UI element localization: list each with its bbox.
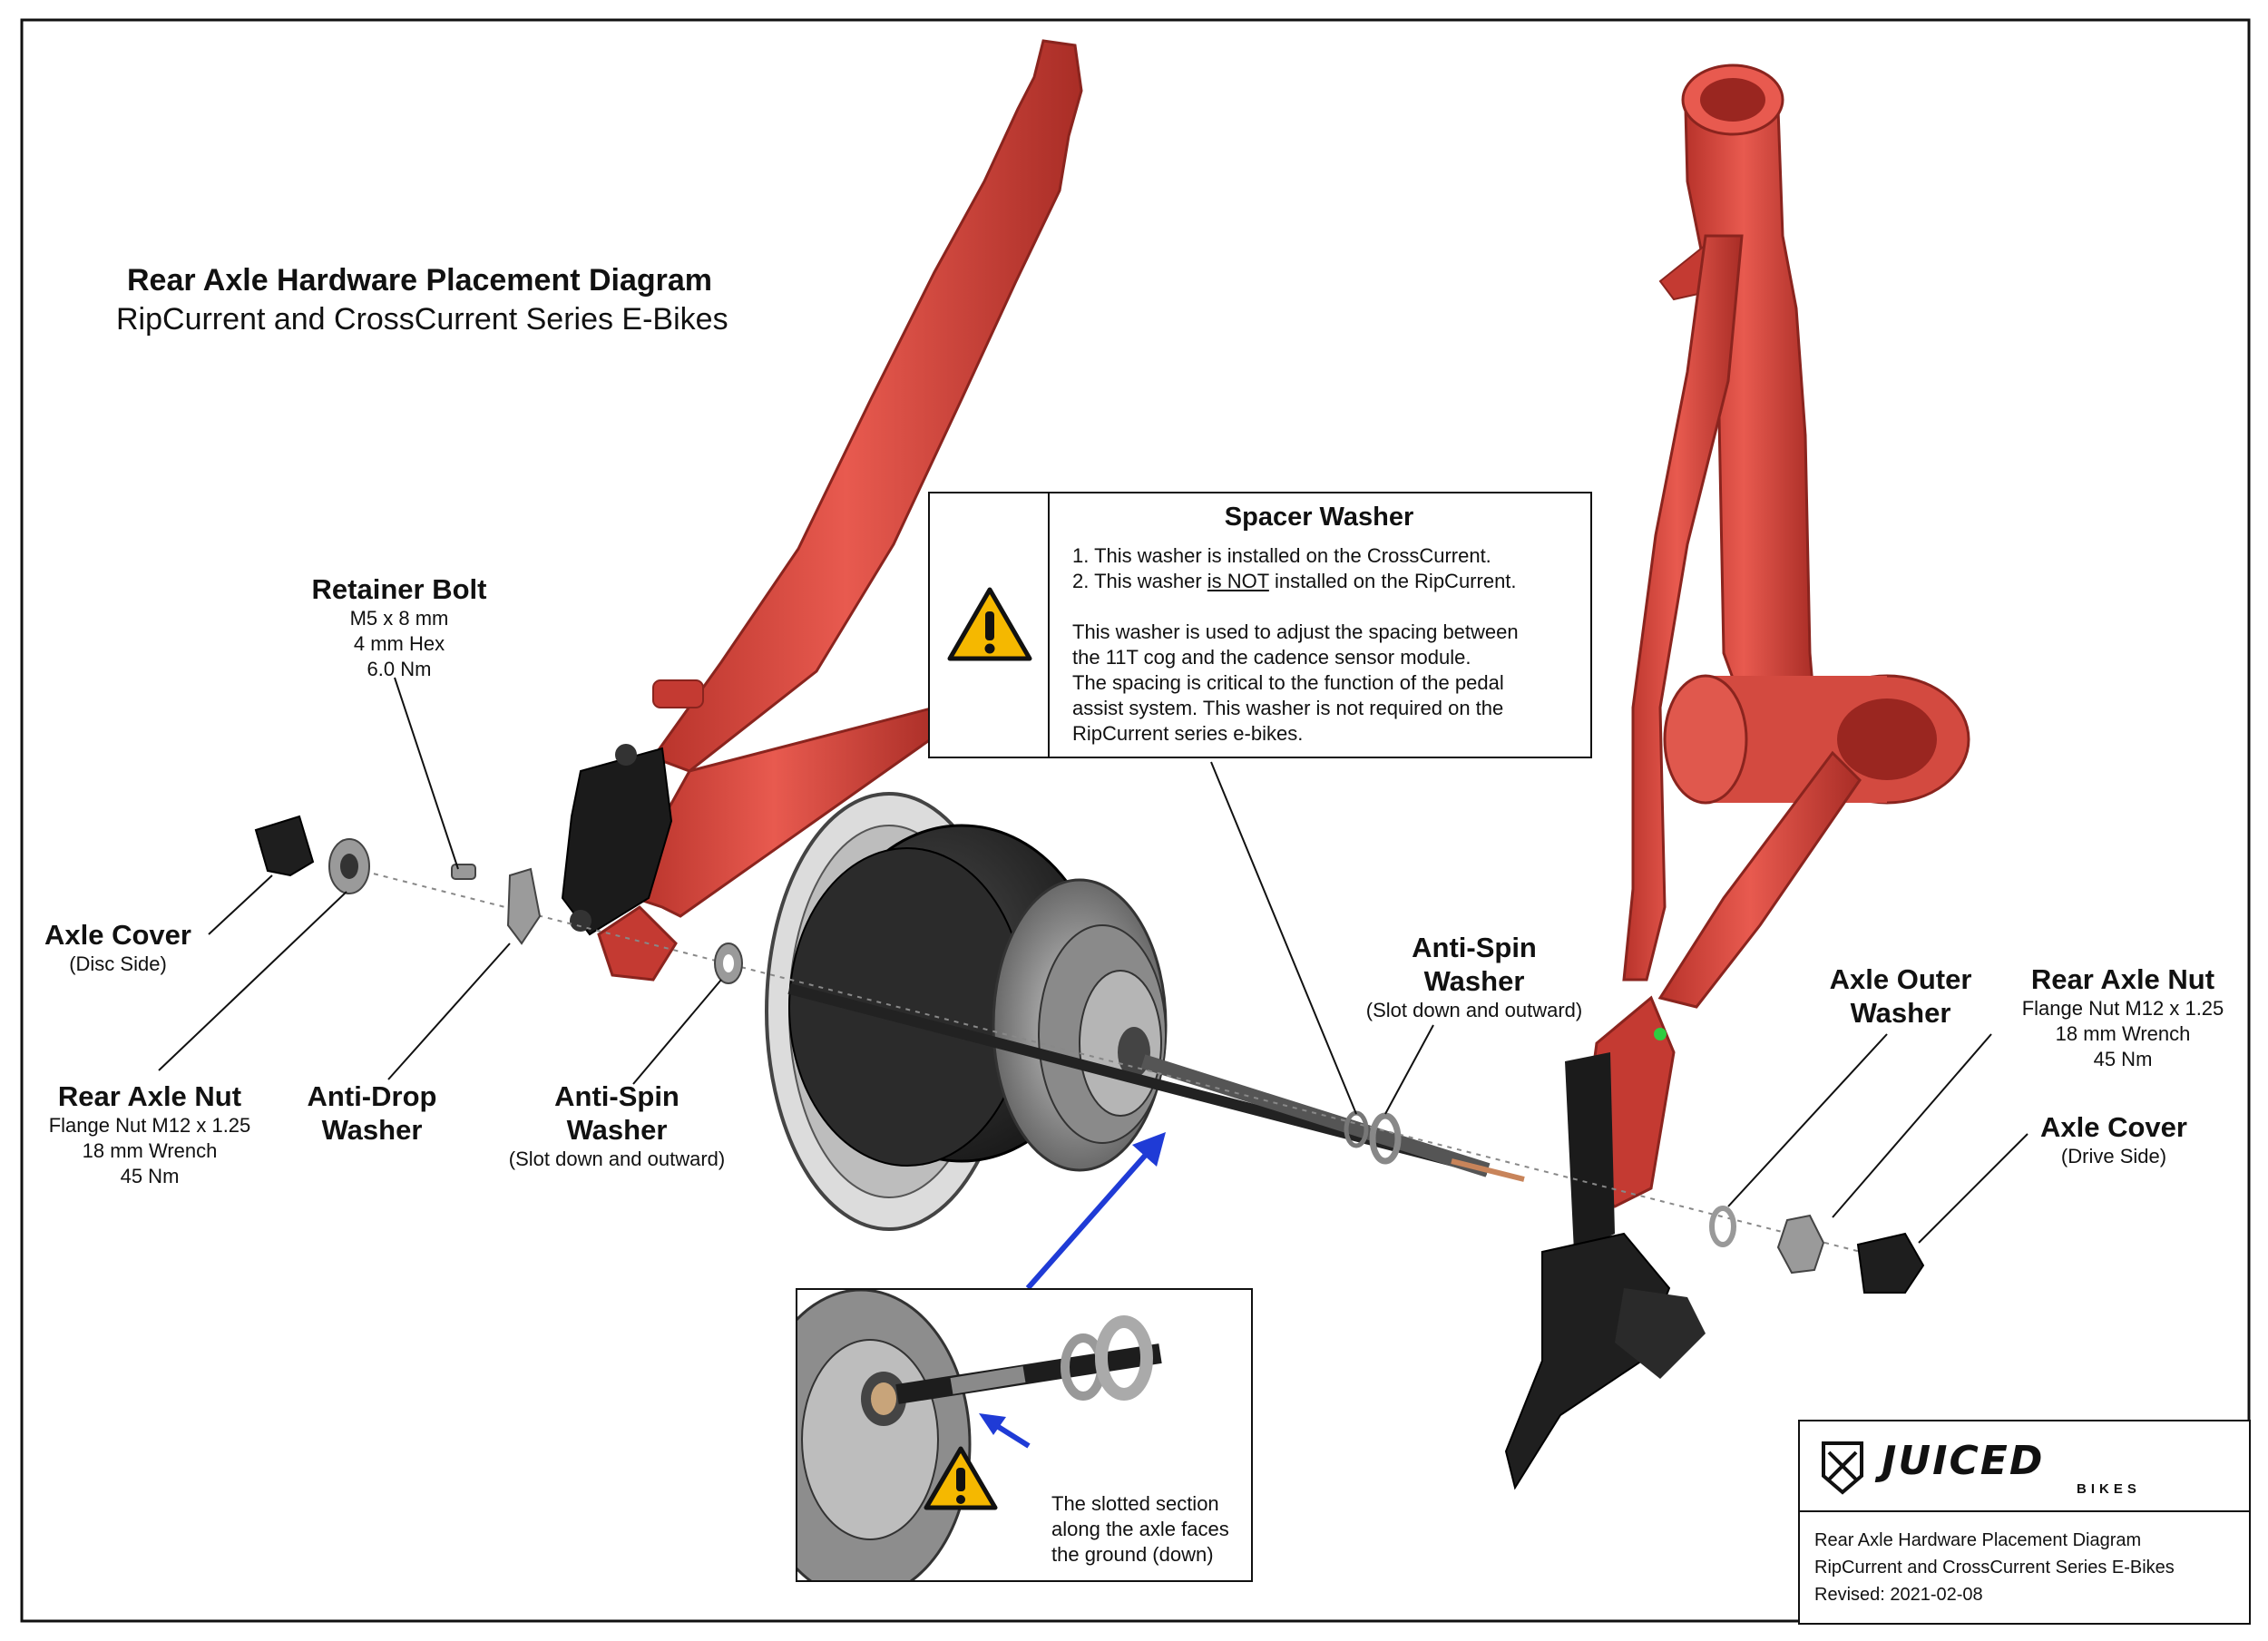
anti-spin-right-sub: (Slot down and outward) [1365,999,1583,1021]
label-rear-axle-nut-left: Rear Axle Nut Flange Nut M12 x 1.25 18 m… [27,1079,272,1189]
anti-spin-left-sub: (Slot down and outward) [508,1148,726,1170]
label-axle-cover-drive: Axle Cover (Drive Side) [2023,1110,2204,1169]
juiced-logo-text: JUICED [1882,1438,2045,1484]
spacer-note-para-4: assist system. This washer is not requir… [1072,697,1504,719]
spacer-note-item-2-pre: 2. This washer [1072,570,1207,592]
retainer-bolt-spec-1: M5 x 8 mm [349,607,449,630]
spacer-note-para-1: This washer is used to adjust the spacin… [1072,620,1519,643]
middle-washers [1344,1110,1525,1182]
main-frame [1504,63,1970,1490]
rear-axle-nut-left-spec-2: 18 mm Wrench [82,1139,218,1162]
inset-pointer-arrow [1025,1132,1166,1290]
retainer-bolt-spec-2: 4 mm Hex [353,632,445,655]
page-border [20,18,2251,1623]
juiced-shield-logo [1822,1441,1863,1495]
spacer-note-para-2: the 11T cog and the cadence sensor modul… [1072,646,1471,669]
axle-cover-disc-sub: (Disc Side) [69,952,167,975]
label-axle-outer-washer: Axle Outer Washer [1814,962,1987,1030]
rear-axle-nut-left-spec-1: Flange Nut M12 x 1.25 [48,1114,251,1137]
title-block-line-3: Revised: 2021-02-08 [1814,1585,1983,1605]
rear-axle-nut-right-spec-2: 18 mm Wrench [2055,1022,2191,1045]
slot-note-text: The slotted section along the axle faces… [1051,1491,1242,1568]
spacer-note-item-2-post: installed on the RipCurrent. [1268,570,1517,592]
title-block-line-1: Rear Axle Hardware Placement Diagram [1814,1530,2142,1550]
label-anti-spin-washer-right: Anti-Spin Washer (Slot down and outward) [1352,931,1597,1023]
anti-spin-left-name-1: Anti-Spin [554,1080,679,1112]
rear-axle-nut-left-spec-3: 45 Nm [120,1165,180,1187]
spacer-note-item-1: 1. This washer is installed on the Cross… [1072,544,1491,567]
anti-drop-washer-name-1: Anti-Drop [307,1080,437,1112]
spacer-note-para-3: The spacing is critical to the function … [1072,671,1504,694]
slotted-axle-inset: The slotted section along the axle faces… [796,1288,1253,1582]
spacer-note-para-5: RipCurrent series e-bikes. [1072,722,1304,745]
label-axle-cover-disc: Axle Cover (Disc Side) [27,918,209,977]
rear-axle-nut-right-spec-1: Flange Nut M12 x 1.25 [2021,997,2224,1020]
label-anti-spin-washer-left: Anti-Spin Washer (Slot down and outward) [494,1079,739,1172]
spacer-note-divider [1048,493,1050,757]
slot-note-line-3: the ground (down) [1051,1543,1214,1566]
retainer-bolt-spec-3: 6.0 Nm [367,658,432,680]
hub-motor-assembly [765,792,1491,1231]
spacer-note-title: Spacer Washer [1224,503,1414,532]
label-anti-drop-washer: Anti-Drop Washer [290,1079,454,1147]
diagram-subtitle: RipCurrent and CrossCurrent Series E-Bik… [116,302,728,337]
anti-spin-right-name-1: Anti-Spin [1412,932,1537,963]
axle-cover-disc-name: Axle Cover [44,919,191,951]
title-block-line-2: RipCurrent and CrossCurrent Series E-Bik… [1814,1558,2175,1578]
anti-drop-washer-name-2: Washer [321,1114,423,1146]
title-block: JUICED BIKES Rear Axle Hardware Placemen… [1798,1420,2251,1625]
diagram-title: Rear Axle Hardware Placement Diagram [127,263,713,298]
anti-spin-right-name-2: Washer [1423,965,1525,997]
spacer-note-item-2-emph: is NOT [1207,570,1269,592]
spacer-note-item-2: 2. This washer is NOT installed on the R… [1072,569,1580,594]
brake-caliper [561,744,673,936]
inset-artwork [797,1290,1162,1580]
axle-outer-washer-name-1: Axle Outer [1829,963,1972,995]
rear-axle-nut-right-spec-3: 45 Nm [2093,1048,2153,1070]
axle-cover-drive-name: Axle Cover [2040,1111,2187,1143]
label-retainer-bolt: Retainer Bolt M5 x 8 mm 4 mm Hex 6.0 Nm [281,572,517,682]
title-block-logo-area: JUICED BIKES [1800,1421,2249,1512]
label-rear-axle-nut-right: Rear Axle Nut Flange Nut M12 x 1.25 18 m… [2000,962,2245,1072]
spacer-washer-note: Spacer Washer 1. This washer is installe… [928,492,1592,758]
spacer-note-body: 1. This washer is installed on the Cross… [1072,543,1580,747]
title-block-text: Rear Axle Hardware Placement Diagram Rip… [1814,1527,2241,1608]
axle-outer-washer-name-2: Washer [1850,997,1951,1029]
right-hardware [1709,1206,1925,1294]
retainer-bolt-name: Retainer Bolt [311,573,487,605]
axle-cover-drive-sub: (Drive Side) [2060,1145,2167,1167]
slot-note-line-1: The slotted section [1051,1492,1219,1515]
juiced-logo-sub: BIKES [2077,1481,2141,1497]
rear-axle-nut-right-name: Rear Axle Nut [2030,963,2215,995]
axle-centerline [344,865,1915,1266]
slot-note-line-2: along the axle faces [1051,1518,1229,1540]
anti-spin-left-name-2: Washer [566,1114,668,1146]
warning-icon [947,587,1032,661]
rear-axle-nut-left-name: Rear Axle Nut [57,1080,242,1112]
leader-lines [158,677,2028,1244]
